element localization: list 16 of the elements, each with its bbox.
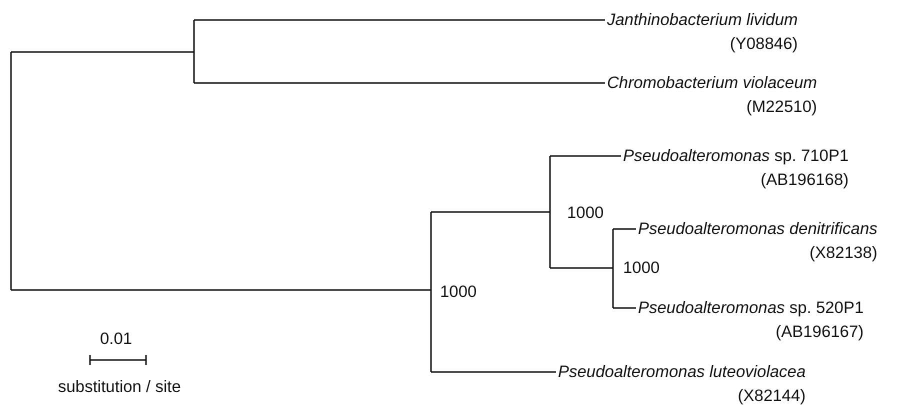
taxon-label: Pseudoalteromonas sp. 710P1 (AB196168): [623, 144, 849, 192]
bootstrap-value: 1000: [440, 282, 477, 302]
taxon-label: Janthinobacterium lividum (Y08846): [607, 8, 798, 56]
taxon-label: Pseudoalteromonas sp. 520P1 (AB196167): [638, 296, 864, 344]
branch-line: [194, 19, 606, 21]
scale-value: 0.01: [100, 329, 132, 349]
bootstrap-value: 1000: [567, 203, 604, 223]
branch-line: [613, 228, 637, 230]
scale-caption: substitution / site: [58, 377, 181, 397]
branch-line: [613, 307, 637, 309]
taxon-label: Chromobacterium violaceum (M22510): [607, 71, 817, 119]
bootstrap-value: 1000: [623, 258, 660, 278]
branch-line: [550, 155, 622, 157]
branch-line: [194, 82, 606, 84]
taxon-label: Pseudoalteromonas luteoviolacea (X82144): [558, 360, 806, 405]
branch-line: [431, 371, 557, 373]
